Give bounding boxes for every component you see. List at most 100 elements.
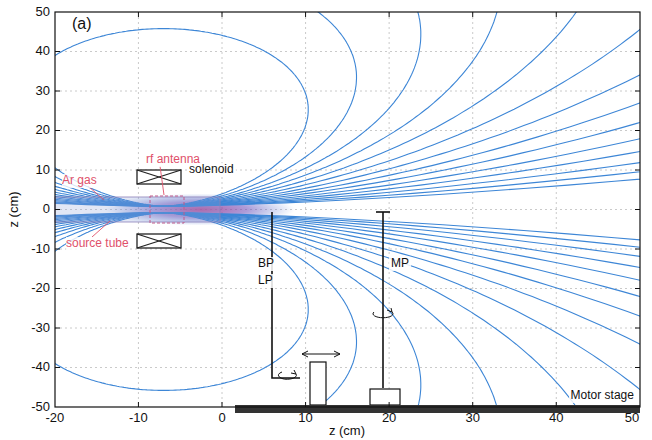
grid-line [389, 12, 390, 17]
grid-line [635, 367, 640, 368]
plot-frame [55, 12, 640, 407]
field-line [55, 213, 640, 407]
grid-line [305, 12, 306, 17]
tick-label: -20 [31, 281, 50, 296]
annotation-label: Motor stage [569, 389, 636, 403]
field-line [55, 213, 357, 407]
rotation-arrows [278, 308, 393, 379]
field-line [55, 213, 501, 407]
tick-label: -30 [31, 321, 50, 336]
tick-label: 30 [466, 411, 480, 426]
field-line [55, 213, 421, 407]
grid-line [305, 402, 306, 407]
annotation-label: Ar gas [62, 174, 97, 188]
field-line [55, 12, 640, 206]
grid-line [472, 402, 473, 407]
grid-line [472, 12, 473, 17]
annotation-label: LP [256, 274, 275, 288]
tick-label: 50 [625, 411, 639, 426]
grid-line [55, 130, 640, 131]
field-line [55, 12, 640, 206]
grid-line [305, 12, 306, 407]
grid-line [635, 91, 640, 92]
grid-line [556, 402, 557, 407]
field-line [55, 12, 501, 206]
grid-line [222, 402, 223, 407]
grid-line [55, 51, 640, 52]
field-line [55, 29, 308, 207]
field-line [55, 12, 357, 206]
field-line [55, 12, 640, 206]
grid-line [635, 249, 640, 250]
grid-line [55, 288, 60, 289]
tick-label: -10 [31, 242, 50, 257]
tick-label: -10 [129, 411, 148, 426]
field-line [55, 213, 640, 407]
grid-line [55, 130, 60, 131]
grid-line [635, 51, 640, 52]
field-line [55, 12, 640, 206]
field-line [55, 12, 640, 206]
grid-line [635, 170, 640, 171]
probe-mounts [310, 362, 400, 405]
tick-label: 10 [298, 411, 312, 426]
grid-line [389, 12, 390, 407]
tick-label: 30 [36, 84, 50, 99]
grid-line [222, 12, 223, 17]
tick-label: 0 [218, 411, 225, 426]
field-line [55, 12, 640, 206]
grid-line [556, 12, 557, 17]
annotation-label: MP [389, 257, 411, 271]
field-line [55, 12, 640, 206]
grid-line [635, 288, 640, 289]
axis-label: z (cm) [6, 191, 21, 227]
field-lines [55, 12, 640, 407]
field-line [55, 213, 640, 407]
axis-label: z (cm) [329, 424, 365, 439]
field-line [55, 12, 640, 206]
grid-line [55, 91, 640, 92]
tick-label: 20 [36, 123, 50, 138]
grid-line [138, 402, 139, 407]
grid-line [55, 328, 640, 329]
annotation-label: solenoid [187, 163, 236, 177]
grid-line [55, 328, 60, 329]
tick-label: 10 [36, 163, 50, 178]
grid-line [55, 209, 60, 210]
annotation-label: (a) [70, 15, 94, 33]
grid-line [138, 12, 139, 17]
grid-line [55, 51, 60, 52]
tick-label: 0 [43, 202, 50, 217]
grid-line [55, 367, 60, 368]
rf-antenna [150, 196, 184, 223]
source-tube [55, 197, 220, 222]
field-line [55, 12, 421, 206]
grid-line [55, 367, 640, 368]
field-line [55, 213, 640, 407]
annotation-label: BP [256, 257, 276, 271]
grid-line [55, 91, 60, 92]
motor-stage [235, 405, 640, 413]
solenoid-coil [137, 170, 181, 248]
field-line [55, 213, 640, 407]
grid-line [635, 209, 640, 210]
tick-label: 50 [36, 5, 50, 20]
grid-line [635, 130, 640, 131]
tick-label: -20 [46, 411, 65, 426]
grid-line [55, 249, 60, 250]
annotation-label: source tube [66, 237, 129, 251]
tick-label: 20 [382, 411, 396, 426]
field-line [55, 12, 640, 206]
grid-line [389, 402, 390, 407]
grid-line [635, 328, 640, 329]
grid-line [556, 12, 557, 407]
tick-label: 40 [36, 44, 50, 59]
grid-line [55, 170, 60, 171]
grid-line [472, 12, 473, 407]
field-line [55, 213, 640, 407]
field-line [55, 213, 640, 407]
tick-label: -40 [31, 360, 50, 375]
tick-label: 40 [549, 411, 563, 426]
tick-marks [55, 12, 640, 407]
